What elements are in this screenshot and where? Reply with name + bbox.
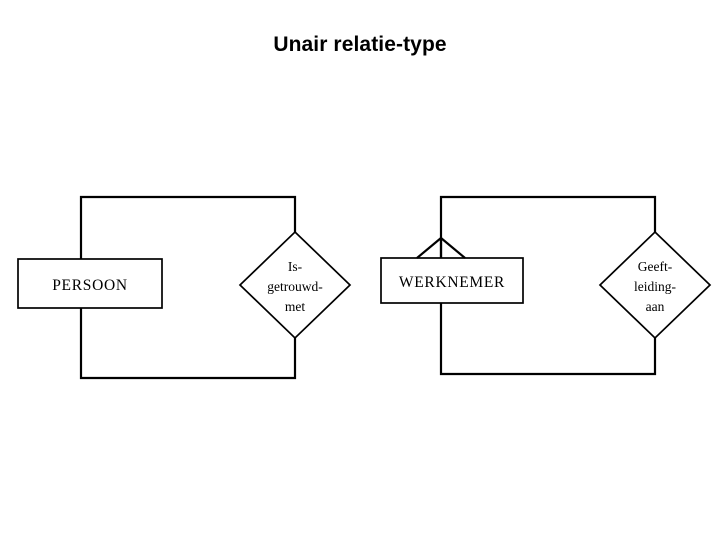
relationship-label-line-1: Geeft- [638, 259, 673, 274]
relationship-label-line-1: Is- [288, 259, 303, 274]
crows-foot-left-leg [416, 237, 442, 259]
diagram-werknemer: Geeft- leiding- aan WERKNEMER [380, 195, 712, 376]
relationship-label-line-2: getrouwd- [267, 279, 323, 294]
connector-lower-loop-werknemer [439, 281, 657, 376]
entity-box-persoon [17, 258, 163, 309]
entity-label-persoon: PERSOON [52, 277, 128, 294]
relationship-label-line-3: met [285, 299, 305, 314]
connector-upper-loop-persoon [79, 195, 297, 283]
entity-box-werknemer [380, 257, 524, 304]
diagram-persoon: Is- getrouwd- met PERSOON [17, 195, 352, 380]
relationship-diamond-geeft-leiding-aan [598, 230, 712, 340]
page-title: Unair relatie-type [273, 33, 447, 56]
crows-foot-icon [416, 237, 466, 259]
relationship-diamond-is-getrouwd-met [238, 230, 352, 340]
relationship-label-line-2: leiding- [634, 279, 676, 294]
crows-foot-right-leg [440, 237, 466, 259]
connector-lower-loop-persoon [79, 283, 297, 380]
relationship-label-line-3: aan [646, 299, 665, 314]
entity-label-werknemer: WERKNEMER [399, 274, 505, 291]
